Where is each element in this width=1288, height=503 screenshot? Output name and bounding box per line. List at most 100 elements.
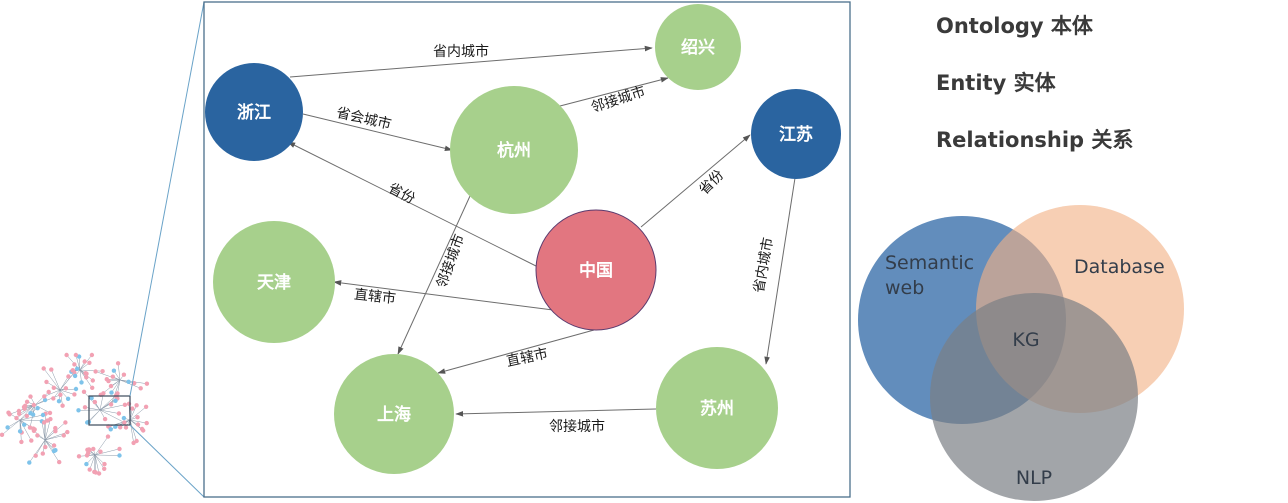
mini-network-dot [91, 446, 96, 452]
mini-network-dot [17, 429, 23, 434]
node-label-suzhou: 苏州 [700, 398, 734, 419]
mini-network-dot [144, 420, 149, 426]
mini-network-dot [134, 438, 139, 444]
mini-network-dot [64, 352, 69, 358]
mini-network-dot [5, 425, 10, 430]
zoom-frame [203, 1, 851, 498]
node-jiangsu: 江苏 [751, 89, 841, 179]
mini-network-dot [29, 438, 34, 443]
node-label-zhejiang: 浙江 [237, 102, 271, 123]
mini-network-dot [117, 453, 122, 458]
edge-label-hangzhou-shanghai: 邻接城市 [433, 232, 468, 290]
mini-network-dot [47, 410, 53, 416]
mini-network-dot [117, 446, 122, 452]
mini-network-dot [35, 406, 40, 411]
mini-network-dot [108, 402, 114, 407]
mini-network-dot [42, 397, 48, 403]
mini-network-dot [27, 460, 32, 465]
mini-network-dot [58, 392, 63, 397]
mini-network-dot [79, 380, 84, 385]
mini-network-dot [42, 420, 47, 425]
edge-hangzhou-shaoxing [559, 77, 669, 107]
zoom-line-top [129, 1, 205, 397]
mini-network-dot [40, 412, 46, 418]
mini-network-dot [61, 433, 66, 438]
mini-network-dot [56, 399, 62, 404]
mini-network-dot [121, 372, 127, 377]
mini-network-dot [116, 411, 122, 416]
mini-network-dot [100, 369, 105, 374]
node-zhongguo: 中国 [535, 209, 657, 331]
mini-network-dot [93, 369, 98, 374]
mini-network-dot [87, 467, 92, 472]
mini-network-dot [121, 415, 127, 421]
mini-network-dot [24, 399, 30, 404]
mini-network-dot [81, 389, 87, 394]
edge-china-jiangsu [640, 134, 751, 228]
mini-network-dot [6, 410, 11, 415]
mini-network-dot [102, 416, 108, 422]
mini-network-dot [66, 374, 71, 379]
mini-network-dot [85, 447, 90, 452]
mini-network-dot [31, 402, 36, 408]
venn-label-database: Database [1074, 256, 1165, 278]
mini-network-dot [115, 391, 120, 396]
mini-network-dot [89, 352, 95, 358]
mini-network-dot [19, 439, 24, 445]
mini-network-dot [46, 389, 51, 395]
mini-network-dot [33, 453, 38, 458]
mini-network-dot [72, 392, 77, 397]
mini-network-dot [51, 385, 56, 390]
mini-network-dot [135, 415, 140, 420]
node-label-tianjin: 天津 [257, 272, 291, 293]
edge-label-suzhou-shanghai: 邻接城市 [549, 418, 605, 435]
mini-network-dot [143, 404, 149, 409]
mini-network-dot [84, 453, 90, 458]
zoom-region-box [88, 395, 131, 426]
mini-network-dot [118, 425, 123, 430]
mini-network-dot [40, 451, 45, 456]
edge-zhejiang-shaoxing [289, 45, 653, 78]
mini-network-dot [53, 429, 58, 434]
mini-network-thumbnail [0, 352, 150, 476]
venn-label-kg: KG [1012, 329, 1039, 351]
mini-network-dot [72, 373, 78, 379]
mini-network-dot [138, 386, 143, 391]
venn-circle-nlp [930, 293, 1138, 501]
mini-network-dot [43, 444, 48, 450]
edge-china-shanghai [437, 329, 595, 374]
mini-network-dot [28, 411, 33, 416]
edge-zhejiang-hangzhou [302, 113, 453, 152]
mini-network-dot [123, 425, 129, 430]
edge-suzhou-shanghai [455, 408, 657, 417]
node-hangzhou: 杭州 [450, 86, 578, 214]
mini-network-dot [44, 379, 49, 385]
mini-network-dot [110, 374, 116, 379]
mini-network-dot [134, 403, 139, 408]
mini-network-dot [60, 403, 65, 408]
mini-network-dot [51, 443, 57, 448]
mini-network-dot [122, 402, 128, 407]
mini-network-dot [82, 405, 88, 410]
mini-network-dot [72, 362, 77, 367]
mini-network-dot [84, 375, 89, 380]
mini-network-dot [113, 398, 118, 403]
mini-network-dot [104, 377, 110, 382]
mini-network-dot [70, 368, 75, 373]
mini-network-dot [22, 422, 27, 427]
mini-network-dot [35, 433, 40, 438]
graph-nodes: 浙江 杭州 绍兴 江苏 中国 天津 上海 苏州 [205, 4, 841, 474]
mini-network-dot [76, 408, 81, 413]
mini-network-dot [84, 461, 89, 467]
mini-network-dot [32, 427, 37, 432]
venn-diagram: Semantic web Database KG NLP [858, 205, 1184, 501]
mini-network-dot [53, 425, 58, 431]
mini-network-dot [21, 404, 27, 410]
mini-network-dot [75, 366, 80, 371]
mini-network-dot [42, 394, 47, 399]
mini-network-dot [111, 368, 117, 373]
mini-network-dot [65, 429, 70, 435]
mini-network-dot [108, 383, 114, 389]
edge-label-china-zhejiang: 省份 [385, 180, 417, 207]
mini-network-dot [141, 428, 146, 433]
